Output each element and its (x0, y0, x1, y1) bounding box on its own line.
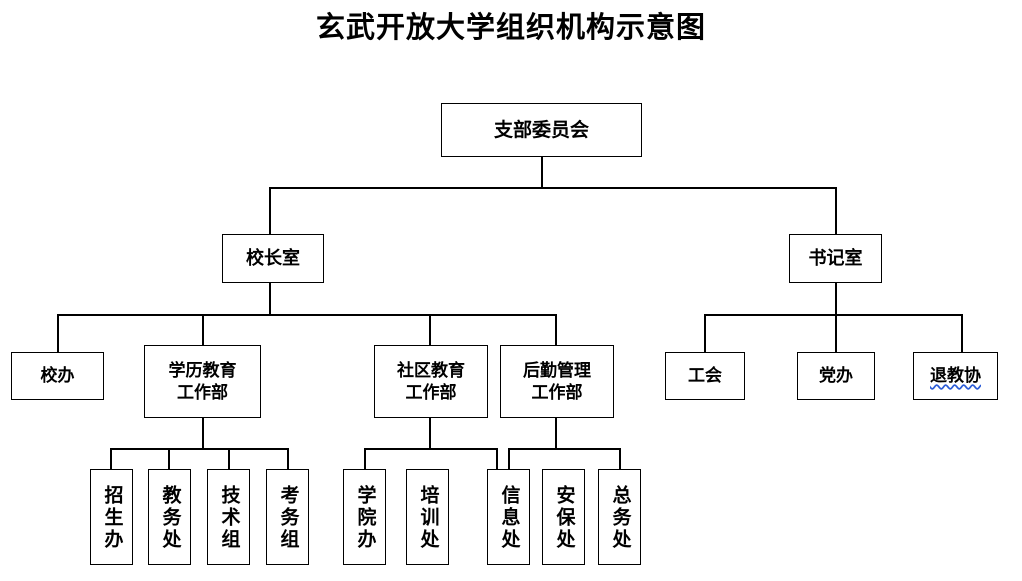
node-general-affairs[interactable]: 总务处 (598, 469, 641, 565)
connector-logistics-stem (555, 418, 558, 450)
node-union-label: 工会 (688, 366, 722, 386)
connector-to-degree-edu-dept (202, 314, 205, 352)
node-information-dept[interactable]: 信息处 (487, 469, 530, 565)
node-exam-group[interactable]: 考务组 (266, 469, 309, 565)
node-technical-group[interactable]: 技术组 (207, 469, 250, 565)
connector-community-edu-stem (429, 418, 432, 450)
connector-to-information-dept (508, 448, 511, 469)
connector-principal-bus (57, 314, 557, 317)
connector-root-stem (541, 157, 544, 189)
connector-to-exam-group (287, 448, 290, 469)
connector-to-secretary-office (835, 187, 838, 234)
connector-degree-edu-stem (202, 418, 205, 450)
node-principal-office[interactable]: 校长室 (222, 234, 324, 283)
node-retired-teachers-assoc-label: 退教协 (930, 366, 981, 386)
node-community-edu-dept[interactable]: 社区教育 工作部 (374, 345, 488, 418)
node-root[interactable]: 支部委员会 (441, 103, 642, 157)
node-technical-group-label: 技术组 (218, 485, 241, 551)
node-party-office-label: 党办 (819, 366, 853, 386)
connector-to-logistics-dept (555, 314, 558, 352)
node-training-dept[interactable]: 培训处 (406, 469, 449, 565)
connector-level1-bus (269, 187, 837, 190)
connector-to-principal-office (269, 187, 272, 234)
connector-to-admissions (110, 448, 113, 469)
node-secretary-office[interactable]: 书记室 (789, 234, 882, 283)
node-school-admin[interactable]: 校办 (11, 352, 104, 400)
connector-secretary-bus (704, 314, 963, 317)
node-secretary-office-label: 书记室 (808, 248, 863, 269)
connector-to-union (704, 314, 707, 352)
connector-to-general-affairs (619, 448, 622, 469)
node-exam-group-label: 考务组 (277, 485, 300, 551)
node-security-dept[interactable]: 安保处 (542, 469, 585, 565)
connector-community-edu-bus (364, 448, 498, 451)
node-college-office-label: 学院办 (354, 485, 377, 551)
node-union[interactable]: 工会 (665, 352, 745, 400)
connector-secretary-stem (835, 283, 838, 352)
node-logistics-dept[interactable]: 后勤管理 工作部 (500, 345, 614, 418)
node-degree-edu-dept-label: 学历教育 工作部 (168, 360, 237, 403)
connector-principal-stem (269, 283, 272, 316)
connector-to-community-edu-dept (429, 314, 432, 352)
node-academic-affairs-label: 教务处 (159, 485, 182, 551)
node-admissions[interactable]: 招生办 (90, 469, 133, 565)
node-root-label: 支部委员会 (493, 119, 589, 141)
node-principal-office-label: 校长室 (246, 248, 300, 269)
connector-to-retired-teachers-assoc (961, 314, 964, 352)
node-information-dept-label: 信息处 (498, 485, 521, 551)
node-degree-edu-dept[interactable]: 学历教育 工作部 (144, 345, 261, 418)
node-logistics-dept-label: 后勤管理 工作部 (523, 360, 591, 403)
node-academic-affairs[interactable]: 教务处 (148, 469, 191, 565)
connector-degree-edu-bus (110, 448, 289, 451)
connector-logistics-bus (508, 448, 621, 451)
connector-to-school-admin (57, 314, 60, 352)
page-title: 玄武开放大学组织机构示意图 (315, 10, 706, 44)
connector-to-college-office (364, 448, 367, 469)
node-training-dept-label: 培训处 (417, 485, 440, 551)
node-general-affairs-label: 总务处 (609, 485, 632, 551)
node-college-office[interactable]: 学院办 (343, 469, 386, 565)
node-admissions-label: 招生办 (101, 485, 124, 551)
node-party-office[interactable]: 党办 (797, 352, 875, 400)
node-community-edu-dept-label: 社区教育 工作部 (397, 360, 465, 403)
node-school-admin-label: 校办 (40, 366, 75, 386)
connector-to-training-dept (496, 448, 499, 469)
node-retired-teachers-assoc[interactable]: 退教协 (913, 352, 998, 400)
connector-to-technical-group (228, 448, 231, 469)
connector-to-academic-affairs (168, 448, 171, 469)
node-security-dept-label: 安保处 (553, 485, 576, 551)
